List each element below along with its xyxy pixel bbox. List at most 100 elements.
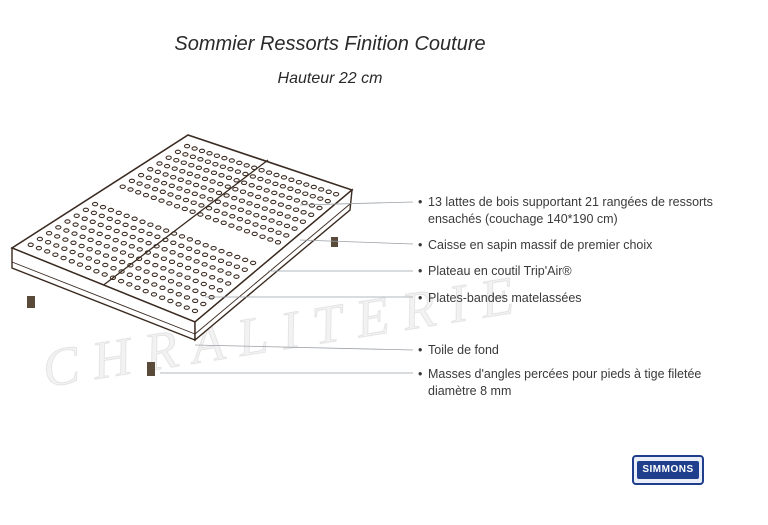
spring-coil [238,198,246,203]
spring-coil [189,209,196,214]
spring-coil [153,178,160,183]
spring-coil [252,222,259,227]
spring-coil [163,228,170,233]
spring-coil [197,157,204,162]
spring-coil [167,278,175,284]
spring-coil [69,249,76,255]
spring-coil [72,222,79,227]
spring-coil [144,259,151,265]
bullet: • [418,264,423,278]
spring-coil [299,219,307,224]
spring-coil [267,227,275,233]
spring-coil [264,179,272,184]
spring-coil [261,206,268,211]
spring-coil [159,275,167,281]
spring-coil [245,210,252,215]
leg-front-left [27,296,35,308]
spring-coil [236,160,243,166]
spring-coil [112,237,119,243]
spring-coil [192,298,199,304]
spring-coil [169,250,176,255]
spring-coil [168,183,175,189]
spring-coil [176,262,184,268]
spring-coil [167,298,174,304]
spring-coil [137,237,144,243]
spring-coil [179,168,186,174]
spring-coil [191,191,198,197]
spring-coil [263,188,270,193]
spring-coil [131,216,138,222]
spring-coil [138,228,145,234]
callout-text-line2: ensachés (couchage 140*190 cm) [428,212,618,226]
spring-coil [144,184,151,189]
spring-coil [121,231,128,237]
spring-coil [95,240,102,246]
spring-coil [93,268,100,274]
spring-coil [274,240,282,245]
spring-coil [272,181,279,187]
spring-coil [233,264,241,269]
spring-coil [200,301,207,307]
spring-coil [98,213,105,219]
spring-coil [214,199,222,205]
spring-coil [253,212,260,218]
spring-coil [193,259,200,264]
callout-fir-frame: • Caisse en sapin massif de premier choi… [418,237,652,254]
spring-coil [155,225,162,230]
spring-coil [260,215,268,221]
spring-coil [88,228,95,234]
spring-coil [90,210,98,216]
spring-coil [127,262,134,268]
spring-coil [94,250,102,255]
spring-coil [308,203,316,208]
spring-coil [144,250,152,255]
diagram-title: Sommier Ressorts Finition Couture [174,33,486,55]
spring-coil [230,204,237,210]
spring-coil [81,216,88,222]
spring-coil [234,254,241,260]
spring-coil [101,272,108,277]
spring-coil [200,291,207,297]
spring-coil [288,177,295,183]
spring-coil [146,231,153,237]
spring-coil [183,295,191,300]
spring-coil [231,195,238,201]
spring-coil [200,281,207,287]
spring-coil [285,204,292,210]
spring-coil [194,240,201,245]
spring-coil [308,212,315,218]
simmons-logo: SIMMONS [632,455,704,485]
spring-coil [127,253,135,258]
spring-coil [99,204,107,210]
logo-text: SIMMONS [637,461,699,479]
spring-coil [221,211,228,216]
spring-coil [150,292,158,297]
spring-coil [73,213,80,218]
spring-coil [136,181,143,186]
spring-coil [183,305,190,310]
spring-coil [135,190,142,195]
spring-coil [198,203,205,208]
spring-coil [170,174,177,180]
spring-coil [209,265,216,270]
springs-pattern [27,143,340,314]
spring-coil [225,175,233,181]
front-lower-edge [11,261,196,335]
spring-coil [251,165,258,171]
spring-coil [170,231,178,236]
spring-coil [118,269,125,274]
spring-coil [135,256,143,262]
spring-coil [62,237,69,242]
spring-coil [217,181,224,187]
spring-coil [36,236,44,242]
spring-coil [35,245,43,251]
spring-coil [79,234,86,240]
spring-coil [283,233,290,238]
spring-coil [300,210,307,215]
spring-coil [219,164,227,169]
spring-coil [204,215,212,220]
callout-text: Plates-bandes matelassées [428,291,582,305]
spring-coil [221,155,228,161]
spring-coil [225,271,232,276]
